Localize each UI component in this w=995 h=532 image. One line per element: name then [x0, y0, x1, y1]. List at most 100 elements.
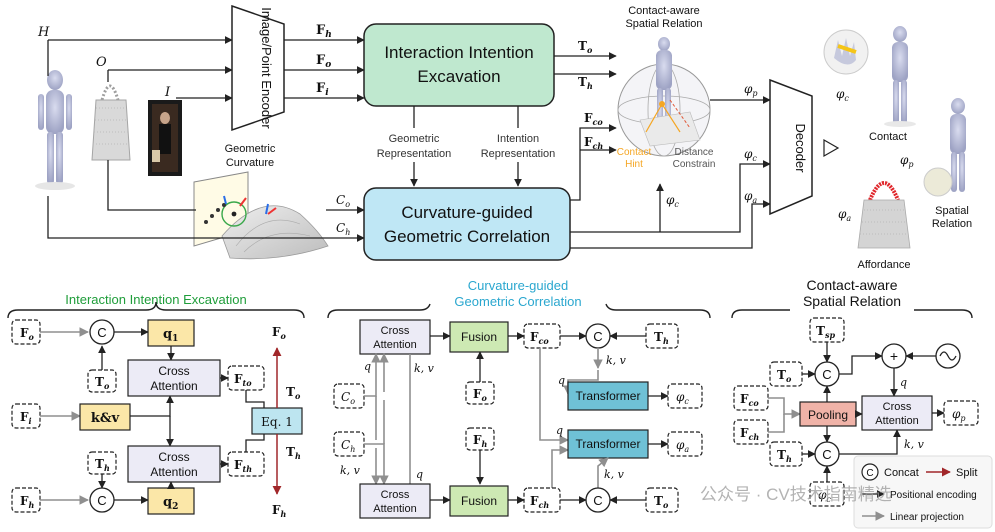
iie-concat-bottom-symbol: C: [97, 493, 106, 508]
csr-concat-bottom-symbol: C: [822, 447, 831, 462]
cgc-section-title-line2: Geometric Correlation: [454, 294, 581, 309]
legend-positional-encoding-label: Positional encoding: [890, 490, 977, 501]
label-co: Co: [336, 193, 350, 209]
csr-section-title-line2: Spatial Relation: [803, 293, 901, 309]
label-th: Th: [578, 75, 593, 91]
watermark-text: 公众号 · CV技术指南精选: [700, 485, 892, 504]
spatial-relation-line1: Spatial: [935, 205, 969, 217]
intention-representation-line1: Intention: [497, 133, 539, 145]
iie-input-fh: [11, 487, 41, 513]
csr-concat-top-symbol: C: [822, 367, 831, 382]
label-phi-a: φa: [744, 189, 757, 205]
input-label-h: H: [37, 25, 50, 40]
iie-out-fo: Fo: [272, 325, 287, 341]
cgc-to-text: To: [654, 494, 669, 510]
cgc-transformer-bottom-label: Transformer: [576, 437, 641, 451]
label-phi-a-out: φa: [838, 207, 851, 223]
csr-cross-attention: [861, 395, 933, 431]
cgc-cross-attention-top: [359, 319, 431, 355]
cgc-phi-c: [667, 383, 703, 409]
cgc-ca-top-line1: Cross: [381, 325, 410, 337]
csr-fco-text: Fco: [740, 392, 759, 408]
cgc-fch-text: Fch: [530, 494, 549, 510]
cgc-arrow-fco-to-transformer2: [539, 348, 569, 445]
iie-fi-text: Fi: [20, 410, 32, 426]
iie-fto-text: Fto: [234, 372, 252, 388]
iie-line-fto-to-eq: [245, 390, 265, 410]
distance-constrain-line2: Constrain: [673, 159, 716, 170]
iie-arrow-kv-up: [130, 395, 174, 417]
iie-fh-text: Fh: [20, 494, 35, 510]
iie-input-fo: [11, 319, 41, 345]
cgc-arrow-concat-bottom-up: [597, 457, 609, 488]
iie-cross-attention-top: [127, 359, 221, 397]
iie-th-text: Th: [95, 457, 110, 473]
label-to: To: [578, 39, 593, 55]
encoder-label: Image/Point Encoder: [259, 7, 274, 129]
feature-fh: Fh: [316, 23, 332, 40]
iie-line-fth-to-eq: [245, 432, 265, 452]
iie-fto: [227, 365, 265, 391]
legend-linear-projection-label: Linear projection: [890, 512, 964, 523]
distance-constrain-line1: Distance: [675, 147, 714, 158]
csr-phi-p: [943, 400, 979, 426]
arrow-phi-c: [570, 160, 771, 233]
label-fco: Fco: [584, 111, 603, 127]
cgc-kv-ca-top: k, v: [414, 362, 435, 375]
csr-phi-c-text: φc: [818, 488, 831, 504]
decoder-label: Decoder: [793, 123, 808, 173]
cgc-box-line1: Curvature-guided: [401, 203, 532, 222]
geometric-representation-line1: Geometric: [389, 133, 440, 145]
cgc-fusion-bottom-label: Fusion: [461, 494, 497, 508]
intention-representation-line2: Representation: [481, 148, 556, 160]
cgc-phi-c-text: φc: [676, 390, 689, 406]
cgc-fusion-top: [449, 321, 509, 353]
label-phi-p: φp: [744, 82, 758, 98]
label-phi-c: φc: [744, 147, 757, 163]
cgc-phi-a-text: φa: [676, 438, 689, 454]
iie-concat-top-symbol: C: [97, 325, 106, 340]
iie-input-to: [87, 369, 117, 393]
csr-arrow-concat-to-plus: [839, 352, 883, 375]
geometric-representation-line2: Representation: [377, 148, 452, 160]
cgc-fusion-bottom: [449, 485, 509, 517]
iie-section-brace: [7, 301, 305, 319]
csr-tsp-text: Tsp: [816, 324, 835, 340]
bag-point-cloud-icon: [91, 84, 131, 161]
cgc-co-text: Co: [341, 390, 355, 406]
cgc-th: [645, 323, 679, 349]
cgc-q-transformer1: q: [558, 374, 565, 387]
curvature-surface-icon: [193, 171, 329, 260]
input-image-thumbnail: [148, 100, 182, 176]
label-phi-c-mid: φc: [666, 193, 679, 209]
legend-box: [853, 455, 993, 529]
geo-rep-bg: [368, 128, 460, 162]
label-phi-p-out: φp: [900, 153, 914, 169]
csr-fch: [733, 419, 769, 445]
csr-ca-line1: Cross: [883, 401, 912, 413]
legend-concat-icon: [861, 463, 879, 481]
cgc-phi-a: [667, 431, 703, 457]
iie-out-th: Th: [286, 445, 301, 461]
csr-top-title-line1: Contact-aware: [628, 5, 700, 17]
cgc-q-transformer2: q: [556, 424, 563, 437]
cgc-th-text: Th: [654, 330, 669, 346]
cgc-to: [645, 487, 679, 513]
iie-box-line1: Interaction Intention: [384, 43, 533, 62]
spatial-relation-line2: Relation: [932, 218, 972, 230]
legend-concat-label: Concat: [884, 467, 919, 479]
csr-top-title-line2: Spatial Relation: [625, 18, 702, 30]
iie-q2-box: [147, 487, 195, 515]
cgc-ca-top-line2: Attention: [373, 339, 416, 351]
decoder-output-arrow-icon: [823, 138, 840, 158]
csr-pooling-label: Pooling: [808, 408, 848, 422]
legend-split-label: Split: [956, 467, 977, 479]
cgc-cross-attention-bottom: [359, 483, 431, 519]
cgc-q-top: q: [364, 360, 371, 373]
cgc-arrow-ch-to-ca-bottom: [364, 443, 389, 485]
cgc-fo-text: Fo: [473, 387, 488, 403]
feature-fo: Fo: [316, 53, 331, 70]
cgc-arrow-fch-to-transformer2: [551, 445, 569, 490]
csr-arrow-fco-to-pooling: [768, 397, 801, 419]
geometric-curvature-line1: Geometric: [225, 143, 276, 155]
